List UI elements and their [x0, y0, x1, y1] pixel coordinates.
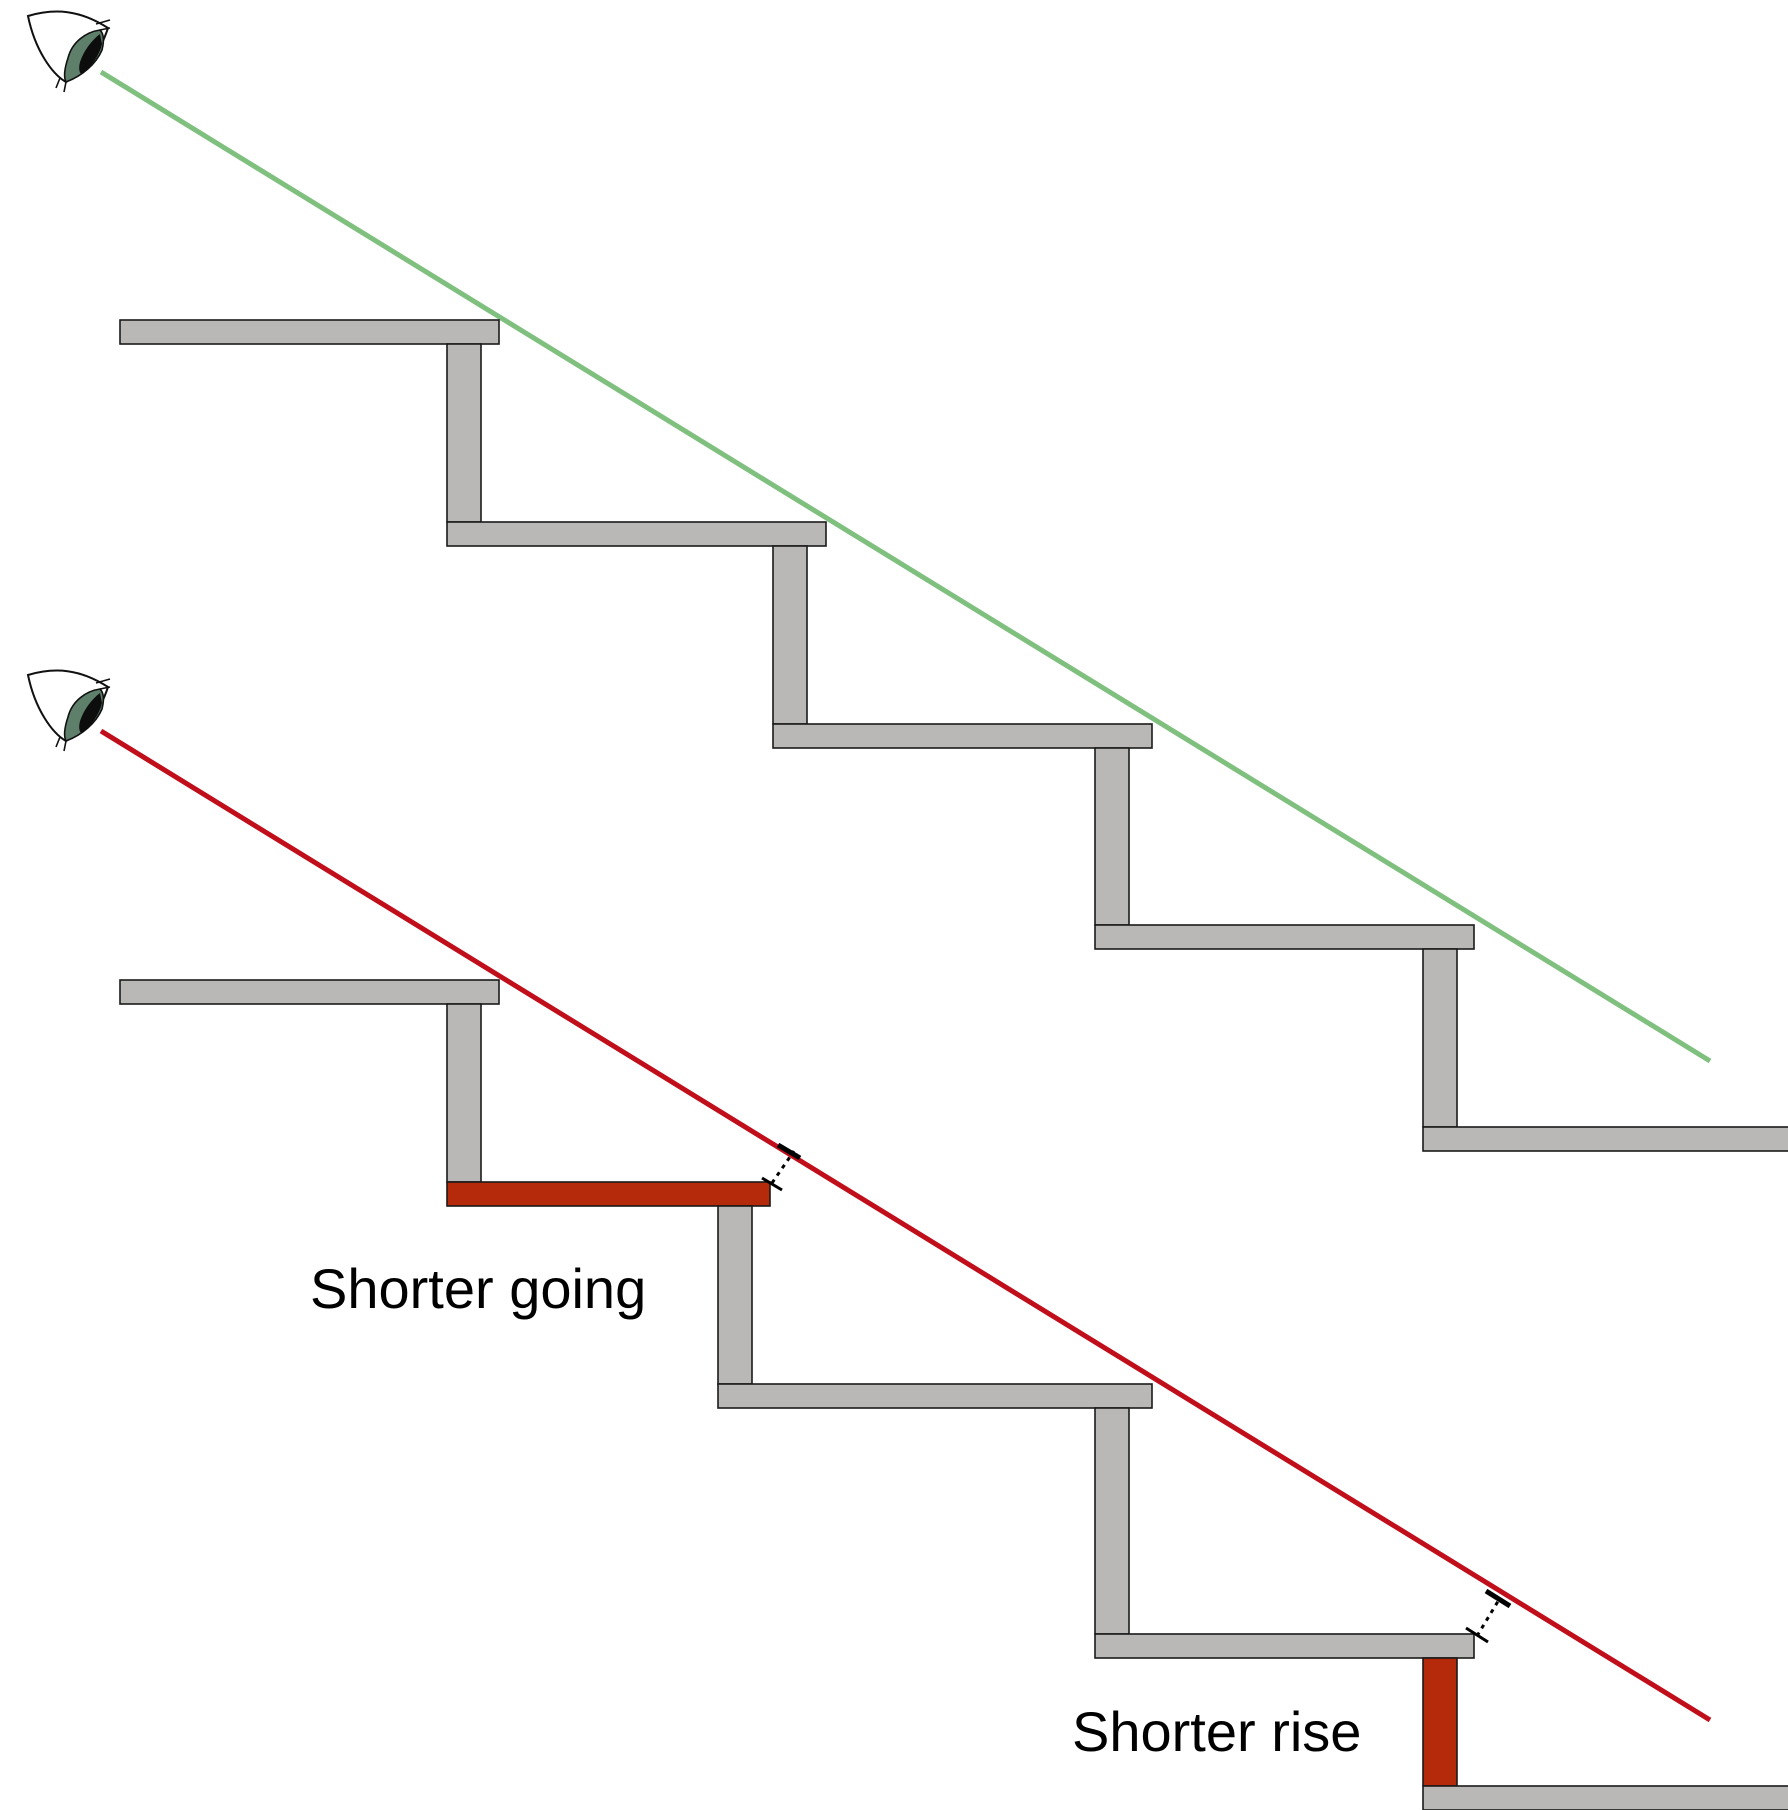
- eye-icon: [27, 669, 111, 752]
- eye-icon: [27, 10, 111, 93]
- riser-1: [446, 343, 482, 523]
- tread-4: [1094, 924, 1475, 950]
- bottom-stair: Shorter going Shorter rise: [27, 669, 1788, 1810]
- top-stair: [27, 10, 1788, 1152]
- going-clearance-marker: [761, 1142, 802, 1192]
- tread-1: [119, 319, 500, 345]
- riser-1: [446, 1003, 482, 1183]
- shorter-rise-riser: [1422, 1657, 1458, 1787]
- tread-4: [1094, 1633, 1475, 1659]
- shorter-going-tread: [446, 1181, 771, 1207]
- riser-2: [717, 1205, 753, 1385]
- bad-sightline: [99, 728, 1712, 1723]
- rise-clearance-marker: [1465, 1588, 1512, 1644]
- riser-3: [1094, 747, 1130, 926]
- riser-4: [1422, 948, 1458, 1128]
- good-sightline: [99, 69, 1712, 1064]
- shorter-going-label: Shorter going: [310, 1257, 646, 1320]
- tread-2: [446, 521, 827, 547]
- tread-3: [717, 1383, 1153, 1409]
- riser-3: [1094, 1407, 1130, 1635]
- tread-5: [1422, 1785, 1788, 1810]
- tread-3: [772, 723, 1153, 749]
- tread-1: [119, 979, 500, 1005]
- shorter-rise-label: Shorter rise: [1072, 1700, 1361, 1763]
- tread-5: [1422, 1126, 1788, 1152]
- riser-2: [772, 545, 808, 725]
